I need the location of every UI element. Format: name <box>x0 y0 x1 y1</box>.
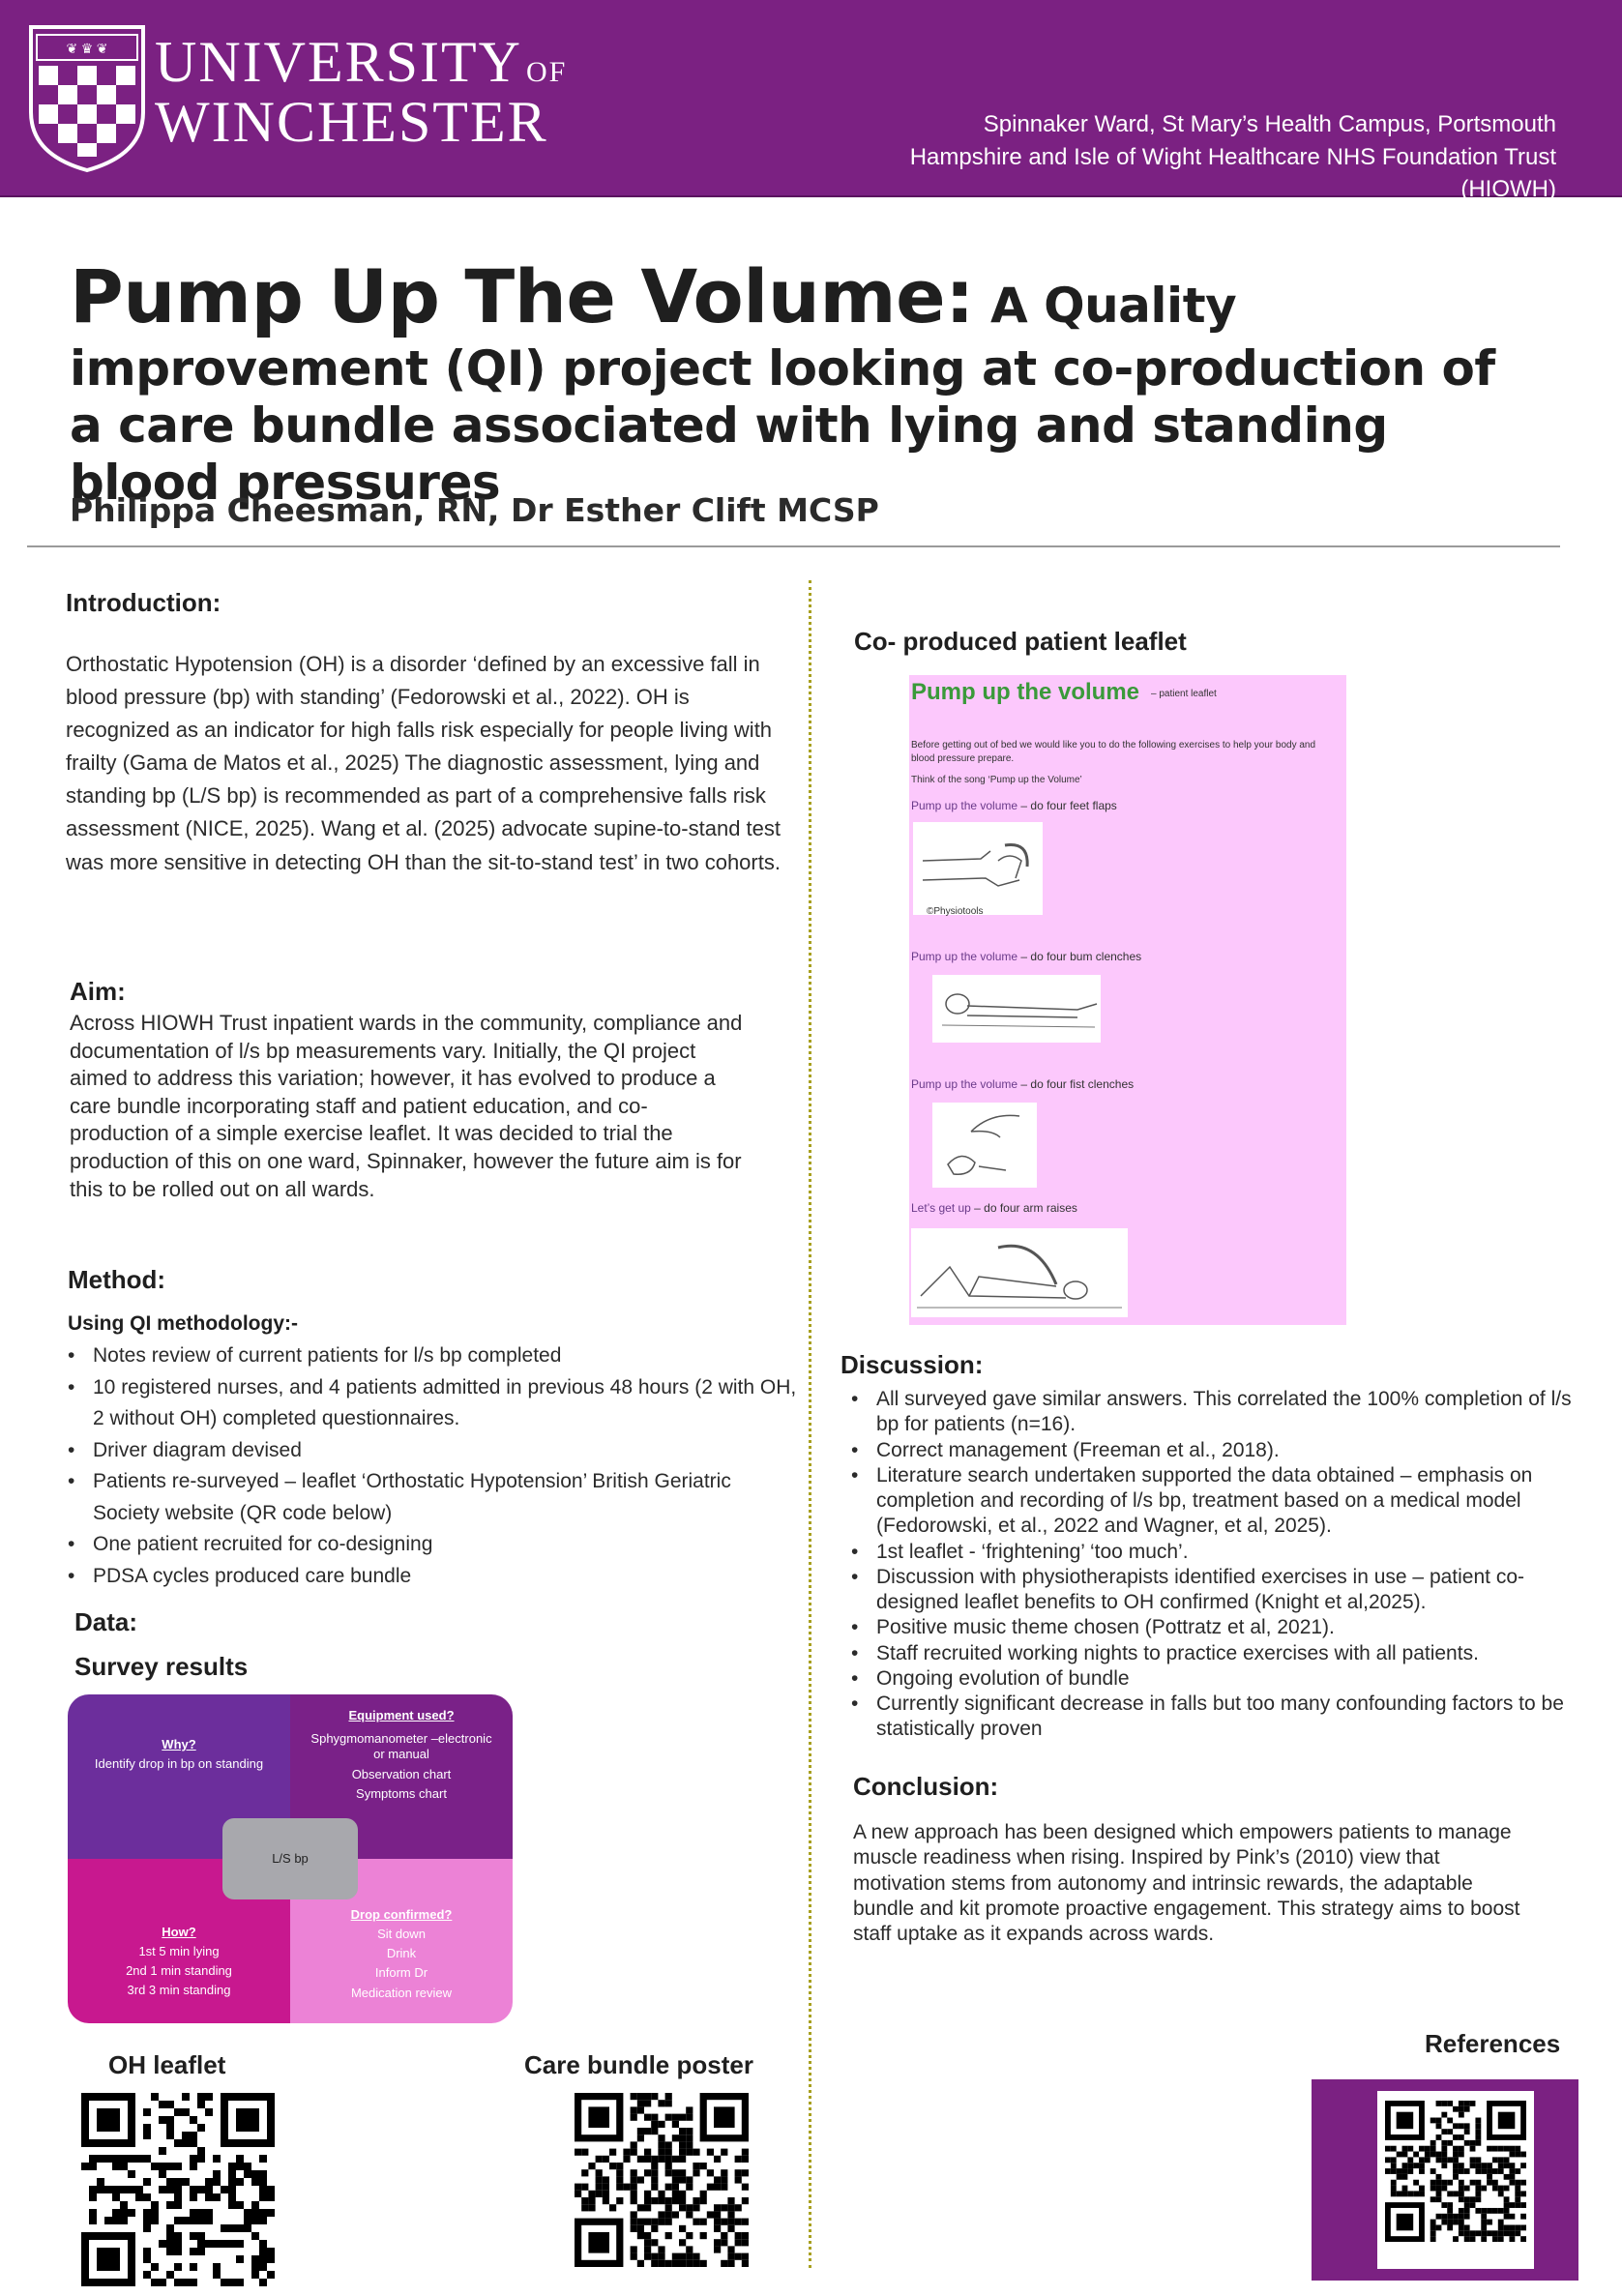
introduction-text: Orthostatic Hypotension (OH) is a disord… <box>66 652 781 874</box>
discussion-item: All surveyed gave similar answers. This … <box>851 1387 1575 1438</box>
method-list: Notes review of current patients for l/s… <box>66 1340 799 1592</box>
leaflet-step2-prefix: Pump up the volume <box>911 950 1018 963</box>
poster-title-rest: A Quality improvement (QI) project looki… <box>70 278 1495 511</box>
method-item: Notes review of current patients for l/s… <box>68 1340 799 1372</box>
method-item: One patient recruited for co-designing <box>68 1529 799 1561</box>
column-divider <box>809 580 811 2268</box>
survey-why-title: Why? <box>162 1737 196 1751</box>
university-name-of: OF <box>525 56 568 88</box>
survey-drop-line: Inform Dr <box>374 1965 428 1981</box>
method-item: 10 registered nurses, and 4 patients adm… <box>68 1372 799 1435</box>
discussion-heading: Discussion: <box>840 1350 984 1379</box>
method-item: Driver diagram devised <box>68 1435 799 1467</box>
leaflet-think: Think of the song ‘Pump up the Volume’ <box>911 775 1082 785</box>
survey-how-line: 2nd 1 min standing <box>126 1963 232 1979</box>
survey-how-line: 3rd 3 min standing <box>127 1983 231 1998</box>
arm-raises-illustration <box>911 1228 1128 1317</box>
leaflet-title: Pump up the volume <box>911 679 1140 705</box>
fist-clenches-illustration <box>932 1103 1037 1188</box>
survey-drop-line: Sit down <box>377 1927 426 1942</box>
leaflet-step4: – do four arm raises <box>970 1201 1077 1215</box>
patient-leaflet-image: Pump up the volume – patient leaflet Bef… <box>909 675 1346 1325</box>
conclusion-heading: Conclusion: <box>853 1772 999 1801</box>
method-item: PDSA cycles produced care bundle <box>68 1561 799 1593</box>
survey-equipment-title: Equipment used? <box>348 1708 455 1722</box>
survey-drop-line: Drink <box>386 1946 417 1961</box>
aim-text: Across HIOWH Trust inpatient wards in th… <box>70 1011 743 1201</box>
leaflet-title-suffix: – patient leaflet <box>1151 689 1217 699</box>
leaflet-step3-prefix: Pump up the volume <box>911 1077 1018 1091</box>
care-bundle-label: Care bundle poster <box>524 2050 753 2079</box>
method-subheading: Using QI methodology:- <box>68 1312 298 1335</box>
conclusion-text: A new approach has been designed which e… <box>853 1821 1520 1945</box>
survey-drop-line: Medication review <box>350 1985 453 2000</box>
oh-leaflet-label: OH leaflet <box>108 2050 226 2079</box>
method-heading: Method: <box>68 1265 166 1294</box>
title-divider <box>27 545 1560 547</box>
aim-heading: Aim: <box>70 977 126 1006</box>
survey-equipment-line: Symptoms chart <box>356 1786 447 1802</box>
oh-leaflet-qr-code[interactable] <box>81 2093 275 2286</box>
leaflet-intro: Before getting out of bed we would like … <box>911 740 1316 764</box>
leaflet-step1-prefix: Pump up the volume <box>911 799 1018 812</box>
leaflet-step3: – do four fist clenches <box>1017 1077 1135 1091</box>
leaflet-heading: Co- produced patient leaflet <box>854 627 1187 656</box>
survey-diagram: Why? Identify drop in bp on standing Equ… <box>68 1694 513 2023</box>
discussion-item: Ongoing evolution of bundle <box>851 1666 1575 1693</box>
svg-text:❦ ♛ ❦: ❦ ♛ ❦ <box>66 43 107 57</box>
leaflet-step1: – do four feet flaps <box>1017 799 1117 812</box>
leaflet-copyright: ©Physiotools <box>927 906 984 917</box>
survey-why-line: Identify drop in bp on standing <box>94 1756 264 1772</box>
survey-center-label: L/S bp <box>222 1818 358 1899</box>
survey-heading: Survey results <box>74 1652 249 1681</box>
affiliation-line2: Hampshire and Isle of Wight Healthcare N… <box>909 143 1556 170</box>
survey-equipment-line: Sphygmomanometer –electronic or manual <box>310 1731 492 1761</box>
discussion-item: Discussion with physiotherapists identif… <box>851 1565 1575 1616</box>
affiliation-line1: Spinnaker Ward, St Mary’s Health Campus,… <box>983 111 1556 137</box>
bum-clenches-illustration <box>932 975 1101 1043</box>
discussion-item: Correct management (Freeman et al., 2018… <box>851 1438 1575 1464</box>
leaflet-step4-prefix: Let’s get up <box>911 1201 971 1215</box>
discussion-item: Staff recruited working nights to practi… <box>851 1641 1575 1667</box>
care-bundle-qr-code[interactable] <box>575 2093 749 2267</box>
leaflet-step2: – do four bum clenches <box>1017 950 1142 963</box>
discussion-list: All surveyed gave similar answers. This … <box>849 1387 1575 1743</box>
poster-title-main: Pump Up The Volume: <box>70 253 975 339</box>
survey-equipment-line: Observation chart <box>351 1767 452 1782</box>
survey-how-line: 1st 5 min lying <box>138 1944 220 1959</box>
references-label: References <box>1425 2029 1561 2058</box>
university-name-line2: WINCHESTER <box>155 90 548 154</box>
affiliation: Spinnaker Ward, St Mary’s Health Campus,… <box>821 108 1556 206</box>
feet-flaps-illustration <box>913 822 1043 915</box>
data-heading: Data: <box>74 1607 138 1636</box>
affiliation-line3: (HIOWH) <box>1460 176 1556 203</box>
discussion-item: 1st leaflet - ‘frightening’ ‘too much’. <box>851 1540 1575 1566</box>
discussion-item: Currently significant decrease in falls … <box>851 1692 1575 1743</box>
method-item: Patients re-surveyed – leaflet ‘Orthosta… <box>68 1466 799 1529</box>
poster-title: Pump Up The Volume: A Quality improvemen… <box>70 253 1530 512</box>
discussion-item: Positive music theme chosen (Pottratz et… <box>851 1615 1575 1641</box>
university-name-line1: UNIVERSITY <box>155 30 522 94</box>
introduction-heading: Introduction: <box>66 588 221 617</box>
survey-drop-title: Drop confirmed? <box>350 1907 453 1922</box>
university-crest-logo: ❦ ♛ ❦ <box>29 25 145 173</box>
discussion-item: Literature search undertaken supported t… <box>851 1463 1575 1540</box>
authors: Philippa Cheesman, RN, Dr Esther Clift M… <box>70 491 879 529</box>
references-qr-code[interactable] <box>1385 2101 1526 2242</box>
survey-how-title: How? <box>162 1925 196 1939</box>
